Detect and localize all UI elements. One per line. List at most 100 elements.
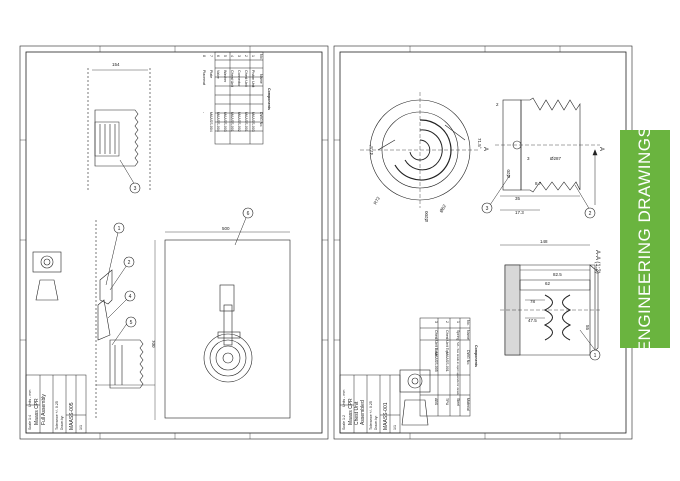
left-row-2-no: 2 [244, 55, 248, 57]
right-row-3-material: ABS [434, 398, 438, 406]
left-balloon-1-label: 1 [118, 226, 121, 232]
left-tb-sheet: 1/1 [79, 425, 83, 430]
right-title-block-text: Maass CPR Chest Unit Assembled Scale 1:2… [342, 390, 397, 430]
right-balloon-2 [584, 207, 596, 219]
left-balloon-1 [113, 222, 125, 234]
right-table-header-dwg: DWG No. [466, 350, 470, 365]
right-row-2-name: Chest Unit Top [445, 330, 449, 354]
left-table-header-no: No. [259, 54, 263, 60]
left-row-1-dwg: MAASS-003 [251, 112, 255, 132]
right-balloon-3 [481, 202, 493, 214]
right-table-title: Components [474, 345, 478, 367]
left-components-table [214, 51, 264, 145]
right-components-table [419, 317, 471, 417]
left-tb-tolerance: Tolerance +/- 0.25 [55, 401, 59, 430]
right-table-header-no: No. [466, 320, 470, 326]
left-side-assembly-view [95, 220, 155, 420]
right-section-label: A-A (1:2) [594, 250, 600, 274]
right-dim-angle-47: 47.5° [369, 144, 374, 155]
right-row-3-name: Chest Unit Base [434, 330, 438, 356]
left-row-3-dwg: MAASS-002 [237, 112, 241, 132]
left-row-3-name: Connector [237, 70, 241, 87]
right-side-bellows-view [495, 97, 600, 211]
left-title-block-text: Maass CPR Full Assembly Scale 1:4 Units … [28, 390, 83, 430]
right-sheet [333, 45, 633, 440]
left-balloon-4 [124, 290, 136, 302]
right-tb-project: Maass CPR [348, 398, 354, 425]
right-tb-drawn: Drawn by: [374, 416, 378, 430]
left-title-block [25, 374, 87, 434]
left-balloon-3-label: 3 [134, 186, 137, 192]
right-circular-view [360, 92, 480, 208]
right-row-1-no: 1 [456, 321, 460, 323]
left-dim-plate-height: 700 [151, 340, 156, 348]
right-dim-17-3: 17.3 [515, 210, 524, 215]
right-dim-3: 3 [527, 156, 530, 161]
left-row-4-name: Cheat Unit [230, 70, 234, 87]
left-balloon-6 [242, 207, 254, 219]
left-row-5-name: Washer [223, 70, 227, 83]
left-row-3-no: 3 [237, 55, 241, 57]
left-sheet-inner-border [25, 51, 323, 434]
right-balloon-labels: 1 2 3 [486, 206, 597, 359]
right-sheet-inner-border [339, 51, 627, 434]
right-section-mark-a-right: A [598, 147, 604, 151]
left-sheet-outer-border [19, 45, 329, 440]
right-tb-tolerance: Tolerance +/- 0.25 [369, 401, 373, 430]
right-balloon-1-label: 1 [594, 353, 597, 359]
left-row-1-name: Piston Unit [251, 70, 255, 87]
left-row-6-no: 6 [216, 55, 220, 57]
left-table-title: Components [267, 88, 271, 110]
left-row-8-dwg: - [202, 112, 206, 114]
right-components-table-text: Components No. Name DWG No. Material 1 S… [434, 320, 478, 411]
left-small-views [32, 251, 62, 301]
left-row-2-dwg: MAASS-001 [244, 112, 248, 132]
left-dimensions: 154 500 700 [112, 62, 230, 348]
right-section-view [500, 244, 600, 356]
right-balloons [481, 202, 601, 361]
left-balloon-2 [123, 256, 135, 268]
banner-title: ENGINEERING DRAWINGS [635, 125, 654, 353]
right-section-dim-82-5: 82.5 [553, 272, 562, 277]
right-section-dim-55: 55 [585, 325, 590, 331]
right-table-header-name: Name [466, 330, 470, 340]
engineering-drawings-banner: ENGINEERING DRAWINGS [620, 125, 670, 353]
left-plate-view [154, 231, 291, 420]
right-section-dim-148: 148 [540, 239, 548, 244]
left-balloon-labels: 1 2 3 4 5 6 [118, 186, 250, 326]
left-leaders [105, 159, 249, 346]
left-balloon-2-label: 2 [128, 260, 131, 266]
right-tb-dwg-no: MAASS-001 [383, 402, 389, 430]
right-row-2-material: TPU [445, 398, 449, 406]
right-dim-phi20: Ø20 [506, 169, 511, 178]
left-row-4-dwg: MAASS-001 [230, 112, 234, 132]
left-row-8-no: 8 [202, 55, 206, 57]
right-section-dim-78: 78 [530, 299, 536, 304]
left-row-2-name: Chest Unit [244, 70, 248, 87]
right-row-1-name: Spring [456, 330, 460, 340]
left-table-header-dwg: DWG No. [259, 112, 263, 127]
right-tb-scale: Scale 1:2 [342, 415, 346, 430]
right-dim-2: 2 [496, 102, 499, 107]
left-tb-project: Maass CPR [34, 398, 40, 425]
right-table-header-material: Material [466, 398, 470, 411]
left-row-7-no: 7 [209, 55, 213, 57]
left-row-5-dwg: MAASS-003 [223, 112, 227, 132]
right-dim-8-7: 8.7 [535, 181, 542, 186]
left-dim-top-width: 154 [112, 62, 120, 67]
right-balloon-1 [589, 349, 601, 361]
left-balloon-6-label: 6 [247, 211, 250, 217]
right-dim-angle-71: 71.5° [477, 138, 482, 149]
left-zone-ticks [20, 46, 328, 439]
left-balloon-5 [125, 316, 137, 328]
left-row-5-no: 5 [223, 55, 227, 57]
left-tb-units: Units - mm [28, 390, 32, 407]
left-balloon-5-label: 5 [130, 320, 133, 326]
right-title-block [339, 374, 401, 434]
right-row-3-no: 3 [434, 321, 438, 323]
right-balloon-2-label: 2 [589, 211, 592, 217]
right-tb-drawing-2: Assembled [360, 400, 366, 425]
left-row-7-name: Plate [209, 70, 213, 78]
left-row-4-no: 4 [230, 55, 234, 57]
